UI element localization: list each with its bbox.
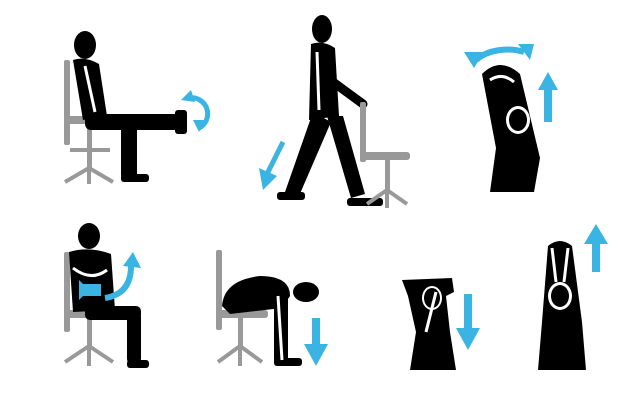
person-seated-forward-bend-icon (222, 276, 319, 366)
person-arms-overhead-arc-icon (482, 65, 540, 192)
office-chair-icon (216, 250, 268, 366)
person-triceps-stretch-icon (402, 278, 456, 370)
rotate-arrow-icon (181, 90, 211, 132)
standing-calf-stretch-figure (259, 15, 410, 208)
down-arrow-icon (259, 140, 286, 190)
seated-leg-extension-figure (63, 31, 211, 184)
triceps-stretch-figure (402, 278, 480, 370)
down-arrow-icon (304, 318, 328, 366)
rotate-arrow-icon (79, 252, 141, 301)
up-arrow-icon (584, 224, 608, 272)
arc-arrow-and-up-arrow-icon (464, 44, 558, 122)
seated-forward-bend-figure (216, 250, 328, 366)
seated-torso-twist-figure (63, 223, 149, 368)
overhead-side-stretch-figure (464, 44, 558, 192)
person-seated-leg-extension-icon (73, 31, 187, 182)
overhead-reach-figure (538, 224, 608, 370)
person-overhead-reach-icon (538, 241, 586, 370)
down-arrow-icon (456, 294, 480, 350)
office-chair-icon (360, 102, 410, 208)
person-standing-lunge-icon (277, 15, 383, 206)
